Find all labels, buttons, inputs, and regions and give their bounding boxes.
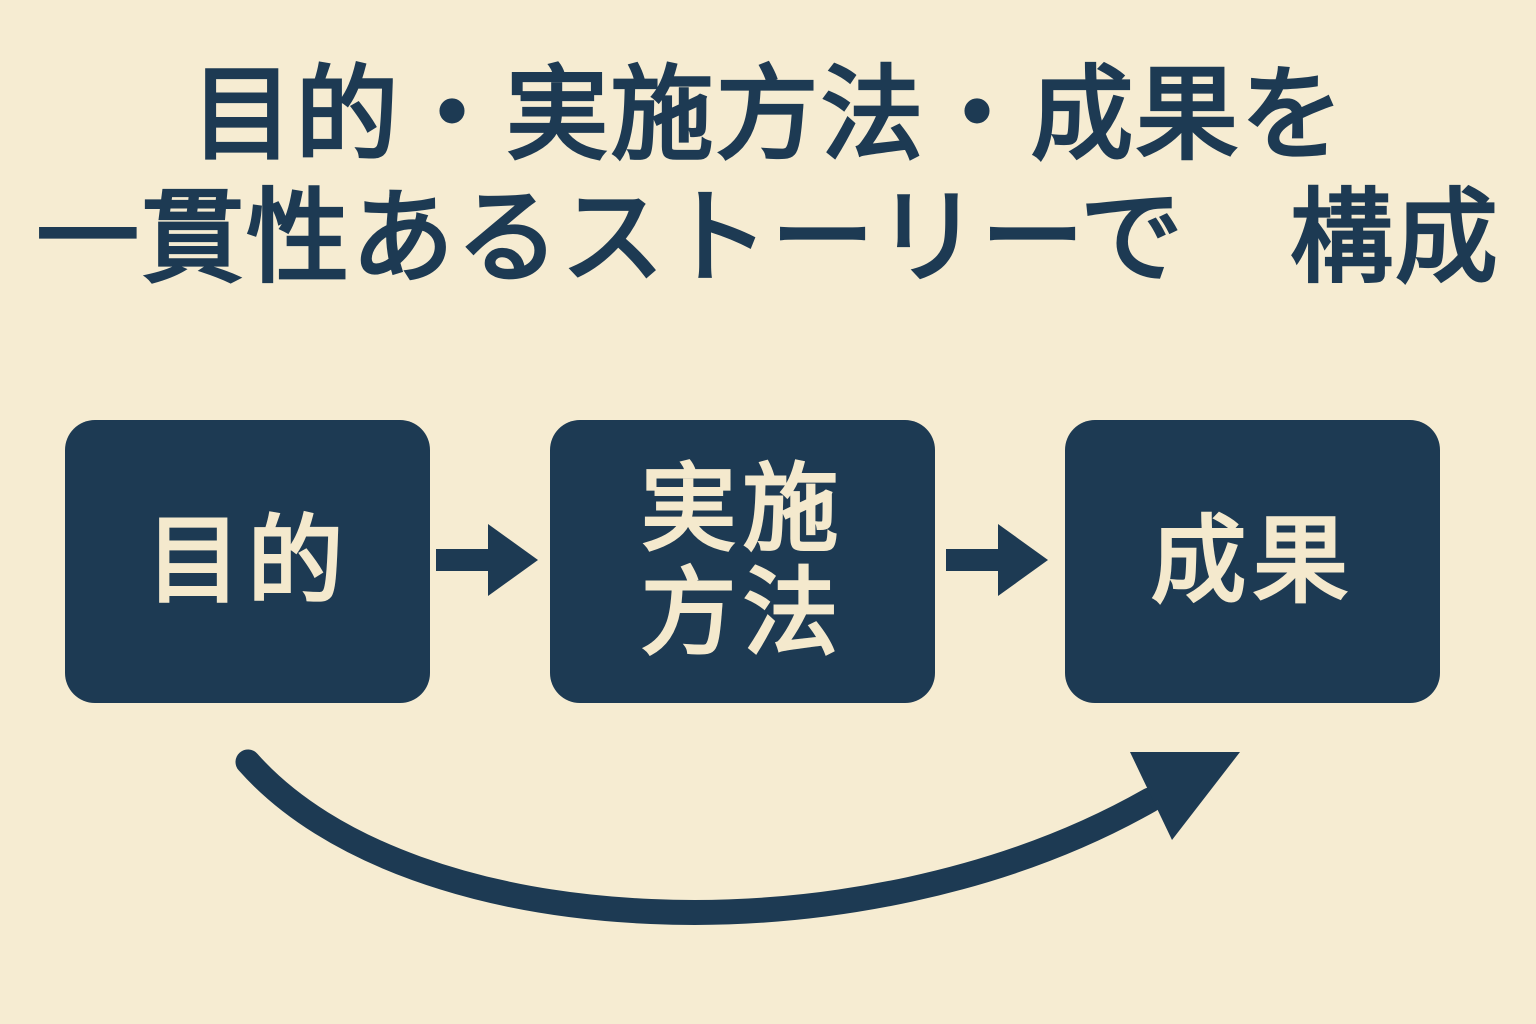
flow-box-method-label: 実施 方法: [640, 452, 845, 669]
flow-box-purpose-label: 目的: [145, 504, 350, 617]
arrow-right-icon: [436, 524, 538, 596]
title-line-1: 目的・実施方法・成果を: [190, 55, 1346, 175]
flow-box-method: 実施 方法: [550, 420, 935, 703]
arrow-right-icon: [946, 524, 1048, 596]
flow-box-result: 成果: [1065, 420, 1440, 703]
flow-box-purpose: 目的: [65, 420, 430, 703]
title-line-2: 一貫性あるストーリーで 構成: [36, 178, 1500, 299]
flow-box-result-label: 成果: [1150, 504, 1355, 617]
diagram-title: 目的・実施方法・成果を 一貫性あるストーリーで 構成: [0, 55, 1536, 299]
